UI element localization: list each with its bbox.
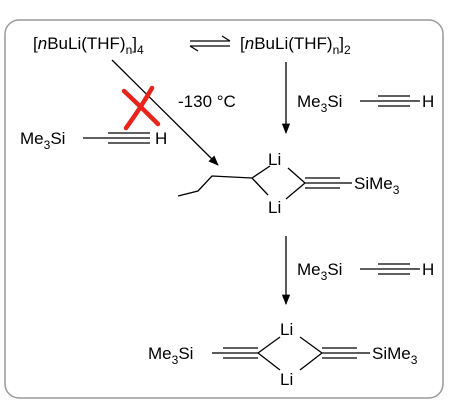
product-silyl-left: Me3Si [148,344,193,367]
intermediate-li-top: Li [268,150,281,169]
product-li-bottom: Li [280,370,293,389]
red-cross-mark [121,85,161,131]
left-reagent-bonds [83,132,150,144]
product-li-top: Li [280,320,293,339]
reagent-2-silyl: Me3Si [297,260,342,283]
left-reagent-silyl: Me3Si [20,129,65,152]
product-sime3-right: SiMe3 [372,344,418,367]
reagent-2-bonds [360,263,420,275]
left-reagent-hydrogen: H [155,129,167,148]
reagent-1-silyl: Me3Si [297,92,342,115]
tetramer-label: [nBuLi(THF)n]4 [33,34,144,57]
equilibrium-arrows [189,35,231,52]
intermediate-structure [177,165,352,200]
dimer-label: [nBuLi(THF)n]2 [240,34,351,57]
product-structure [212,336,370,371]
scheme-frame [4,19,444,399]
temperature-label: -130 °C [178,92,236,111]
intermediate-sime3: SiMe3 [354,174,400,197]
intermediate-li-bottom: Li [268,198,281,217]
reagent-1-bonds [360,95,420,107]
reagent-1-hydrogen: H [422,92,434,111]
reagent-2-hydrogen: H [422,260,434,279]
blocked-pathway-arrow [111,59,219,166]
